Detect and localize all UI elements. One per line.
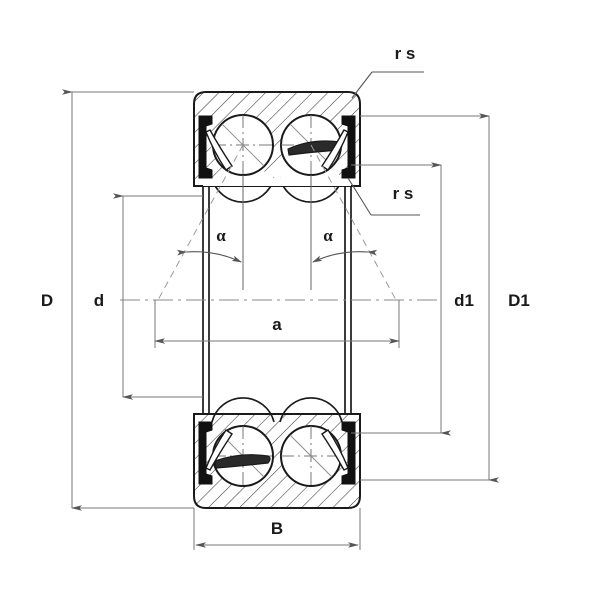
dimension-label-B: B [271, 519, 283, 538]
dimension-label-a: a [272, 315, 282, 334]
leader-rs-top [351, 71, 424, 99]
leader-rs-inner [347, 177, 420, 216]
leader-label-rs-inner: r s [393, 184, 414, 203]
leader-label-rs-top: r s [395, 44, 416, 63]
dimension-label-D1: D1 [508, 291, 530, 310]
contact-angle-construction [157, 144, 397, 301]
seal-lower-left [198, 421, 233, 485]
contact-angle-right-label: α [323, 226, 333, 245]
dimension-d [113, 193, 203, 400]
dimension-D1 [360, 113, 499, 483]
contact-angle-left-label: α [216, 226, 226, 245]
inner-ring-upper [203, 178, 351, 186]
dimension-D [62, 89, 194, 511]
dimension-label-d1: d1 [454, 291, 474, 310]
dimension-label-d: d [94, 291, 104, 310]
dimension-d1 [351, 162, 451, 436]
dimension-label-D: D [41, 291, 53, 310]
dimension-B [193, 508, 361, 550]
seal-lower-right [321, 421, 356, 485]
seal-upper-right [321, 115, 356, 179]
drawing-root: α α D d d1 D1 [41, 44, 530, 550]
dimension-a [154, 300, 400, 348]
seal-upper-left [198, 115, 233, 179]
